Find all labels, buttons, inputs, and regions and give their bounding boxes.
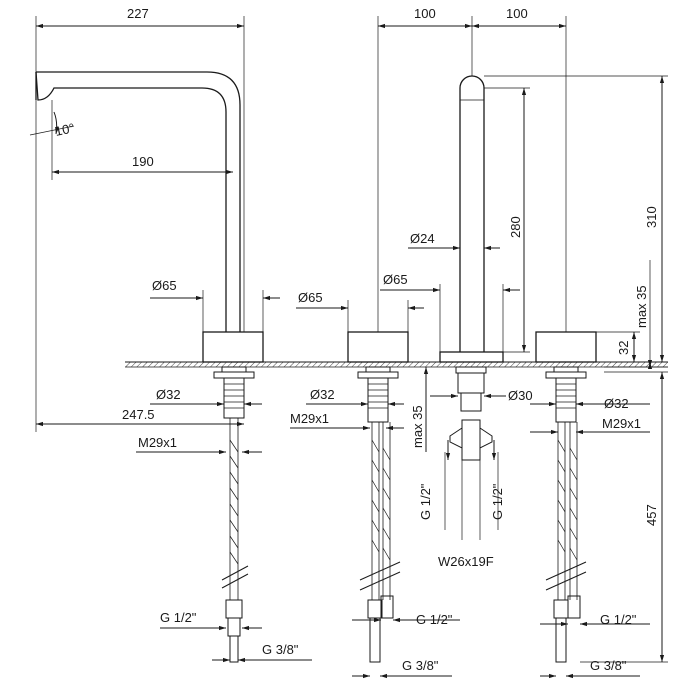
- countertop: [125, 361, 668, 368]
- dim-hose-g12-mid: G 1/2": [416, 612, 453, 627]
- dim-rosette-height: 32: [616, 341, 631, 355]
- rosette-left: [202, 331, 264, 363]
- dim-tube-dia: Ø24: [410, 231, 435, 246]
- shank-right: [545, 366, 587, 423]
- hoses-middle: [359, 422, 401, 663]
- dim-deck-max-mid: max 35: [410, 405, 425, 448]
- rosette-right: [535, 331, 597, 363]
- dim-rosette-left: Ø65: [152, 278, 177, 293]
- dim-shank-left: Ø32: [156, 387, 181, 402]
- dim-spacing-right: 100: [506, 6, 528, 21]
- spout-outline: [35, 71, 241, 332]
- dim-hose-length: 457: [644, 504, 659, 526]
- dim-hose-g38-mid: G 3/8": [402, 658, 439, 673]
- dim-hose-g12-right: G 1/2": [600, 612, 637, 627]
- dim-spout-angle: 10°: [54, 120, 76, 139]
- hoses-right: [545, 422, 587, 663]
- dim-hose-g38-left: G 3/8": [262, 642, 299, 657]
- dim-tube-height: 280: [508, 216, 523, 238]
- shank-middle: [357, 366, 399, 423]
- dim-hose-g38-right: G 3/8": [590, 658, 627, 673]
- dimension-labels: 227 10° 190 Ø65 Ø32 247.5 M29x1 100 100 …: [54, 6, 659, 673]
- dimension-lines: [29, 16, 668, 679]
- spout-assembly: [35, 71, 264, 663]
- dim-hose-g12-left: G 1/2": [160, 610, 197, 625]
- dim-rosette-mid: Ø65: [298, 290, 323, 305]
- dim-spout-width: 227: [127, 6, 149, 21]
- rosette-middle: [347, 331, 409, 363]
- right-valve: [535, 331, 597, 663]
- dim-rosette-tall: Ø65: [383, 272, 408, 287]
- dim-thread-left: M29x1: [138, 435, 177, 450]
- dim-thread-right: M29x1: [602, 416, 641, 431]
- dim-conn-left: G 1/2": [418, 483, 433, 520]
- tube-outline: [459, 75, 485, 352]
- dim-total-width: 247.5: [122, 407, 155, 422]
- dim-spacing-left: 100: [414, 6, 436, 21]
- dim-thread-mid: M29x1: [290, 411, 329, 426]
- dim-deck-max-right: max 35: [634, 285, 649, 328]
- dim-shank-mid: Ø32: [310, 387, 335, 402]
- hose-left: [221, 418, 249, 663]
- shank-left: [213, 366, 255, 419]
- tube-base: [439, 351, 504, 363]
- dim-wrench: W26x19F: [438, 554, 494, 569]
- dim-total-height: 310: [644, 206, 659, 228]
- shank-tall: [449, 366, 493, 461]
- dim-shank-right: Ø32: [604, 396, 629, 411]
- dim-tall-shank: Ø30: [508, 388, 533, 403]
- middle-valve: [347, 331, 409, 663]
- tall-tube-assembly: [439, 75, 504, 461]
- dim-conn-right: G 1/2": [490, 483, 505, 520]
- dim-spout-reach: 190: [132, 154, 154, 169]
